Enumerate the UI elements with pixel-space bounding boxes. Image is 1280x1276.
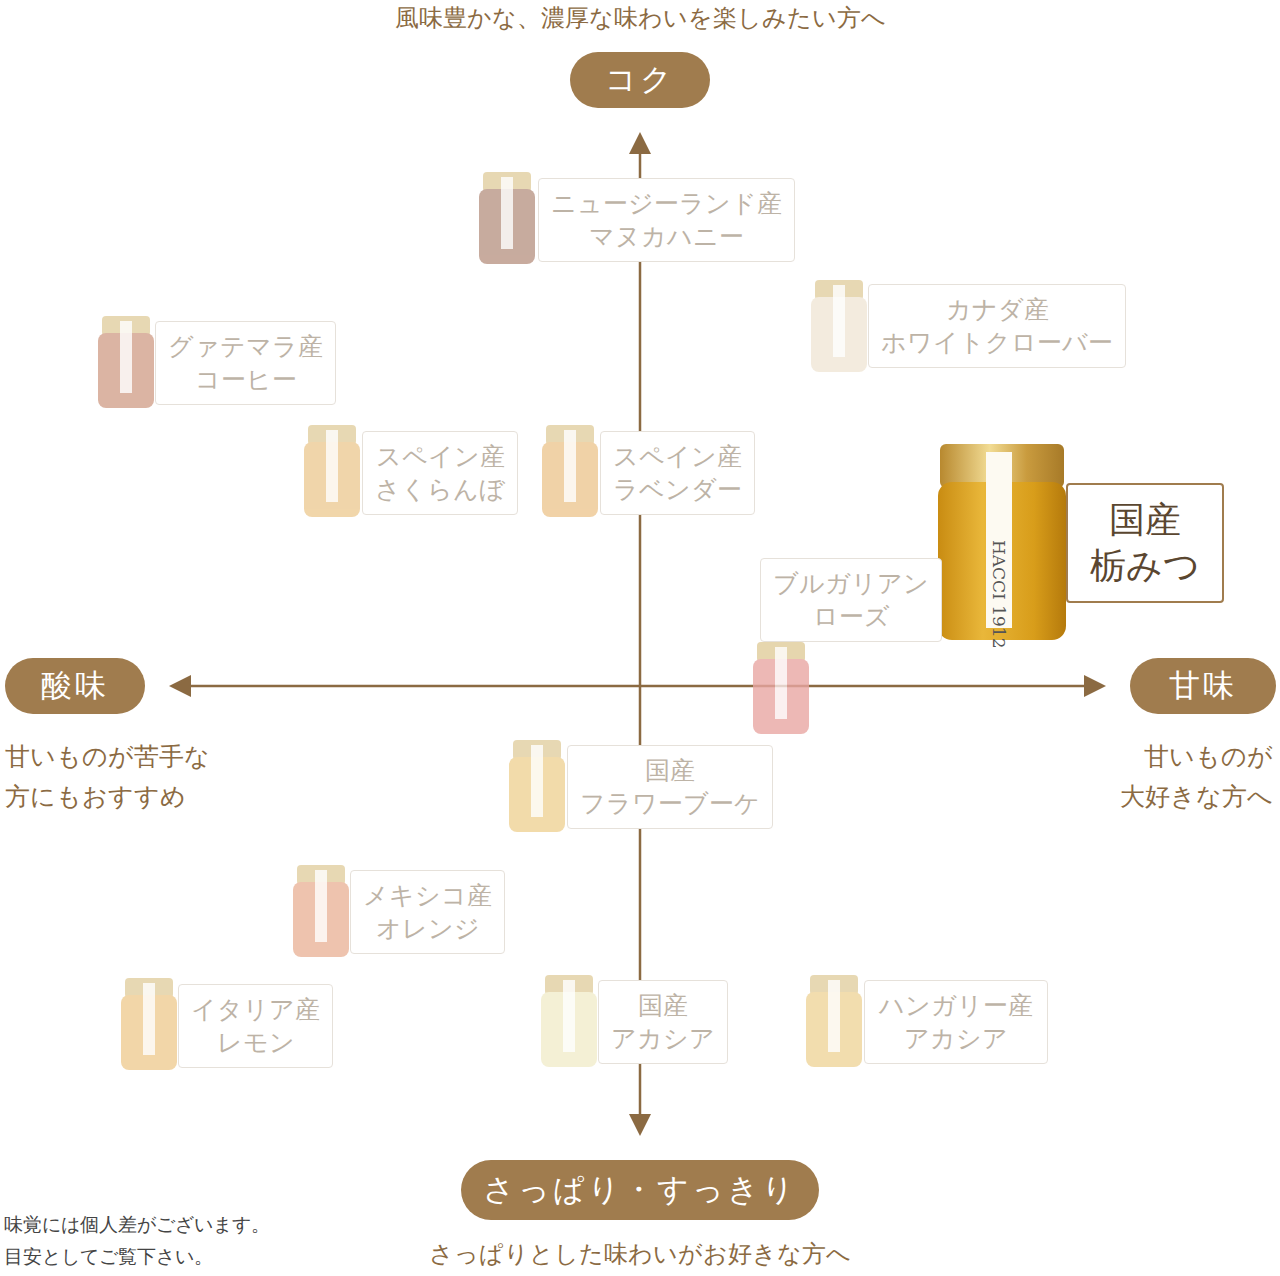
honey-name: ハンガリー産 アカシア bbox=[879, 989, 1033, 1055]
honey-box: メキシコ産 オレンジ bbox=[350, 870, 505, 954]
pill-label: 甘味 bbox=[1169, 665, 1237, 707]
honey-name: メキシコ産 オレンジ bbox=[363, 879, 492, 945]
honey-name: イタリア産 レモン bbox=[191, 993, 320, 1059]
honey-name: グァテマラ産 コーヒー bbox=[168, 330, 323, 396]
jar-brand: HACCI 1912 bbox=[989, 540, 1009, 649]
featured-box: 国産 栃みつ bbox=[1066, 483, 1224, 603]
honey-name: 国産 栃みつ bbox=[1090, 497, 1200, 589]
honey-box: ブルガリアン ローズ bbox=[760, 558, 942, 642]
honey-box: スペイン産 さくらんぼ bbox=[362, 431, 518, 515]
honey-name: ブルガリアン ローズ bbox=[773, 567, 929, 633]
axis-line bbox=[181, 685, 1094, 688]
jar bbox=[98, 316, 154, 408]
jar bbox=[509, 740, 565, 832]
honey-name: 国産 アカシア bbox=[611, 989, 715, 1055]
jar bbox=[479, 172, 535, 264]
footnote: 味覚には個人差がございます。 目安としてご覧下さい。 bbox=[4, 1208, 270, 1272]
honey-box: 国産 アカシア bbox=[598, 980, 728, 1064]
axis-pill: 酸味 bbox=[5, 658, 145, 714]
honey-name: スペイン産 ラベンダー bbox=[613, 440, 742, 506]
jar bbox=[541, 975, 597, 1067]
jar bbox=[293, 865, 349, 957]
axis-pill: 甘味 bbox=[1130, 658, 1276, 714]
honey-box: 国産 フラワーブーケ bbox=[567, 745, 773, 829]
jar bbox=[806, 975, 862, 1067]
arrowhead bbox=[629, 1114, 651, 1136]
arrowhead bbox=[1084, 675, 1106, 697]
arrowhead bbox=[169, 675, 191, 697]
axis-caption: 風味豊かな、濃厚な味わいを楽しみたい方へ bbox=[395, 2, 886, 34]
jar bbox=[811, 280, 867, 372]
honey-box: イタリア産 レモン bbox=[178, 984, 333, 1068]
honey-name: 国産 フラワーブーケ bbox=[580, 754, 760, 820]
honey-name: スペイン産 さくらんぼ bbox=[375, 440, 505, 506]
jar bbox=[542, 425, 598, 517]
honey-box: カナダ産 ホワイトクローバー bbox=[868, 284, 1126, 368]
axis-pill: さっぱり・すっきり bbox=[461, 1160, 819, 1220]
axis-arrow bbox=[169, 675, 1106, 697]
axis-caption: さっぱりとした味わいがお好きな方へ bbox=[429, 1238, 851, 1270]
honey-box: スペイン産 ラベンダー bbox=[600, 431, 755, 515]
honey-box: ニュージーランド産 マヌカハニー bbox=[538, 178, 795, 262]
honey-name: カナダ産 ホワイトクローバー bbox=[881, 293, 1113, 359]
jar bbox=[753, 642, 809, 734]
honey-box: ハンガリー産 アカシア bbox=[864, 980, 1048, 1064]
pill-label: コク bbox=[605, 59, 675, 101]
honey-name: ニュージーランド産 マヌカハニー bbox=[551, 187, 782, 253]
arrowhead bbox=[629, 132, 651, 154]
axis-line bbox=[639, 144, 642, 1124]
axis-pill: コク bbox=[570, 52, 710, 108]
axis-caption: 甘いものが苦手な 方にもおすすめ bbox=[5, 737, 210, 817]
honey-box: グァテマラ産 コーヒー bbox=[155, 321, 336, 405]
pill-label: 酸味 bbox=[41, 665, 109, 707]
pill-label: さっぱり・すっきり bbox=[483, 1169, 797, 1211]
jar bbox=[304, 425, 360, 517]
axis-caption: 甘いものが 大好きな方へ bbox=[1120, 737, 1273, 817]
jar bbox=[121, 978, 177, 1070]
